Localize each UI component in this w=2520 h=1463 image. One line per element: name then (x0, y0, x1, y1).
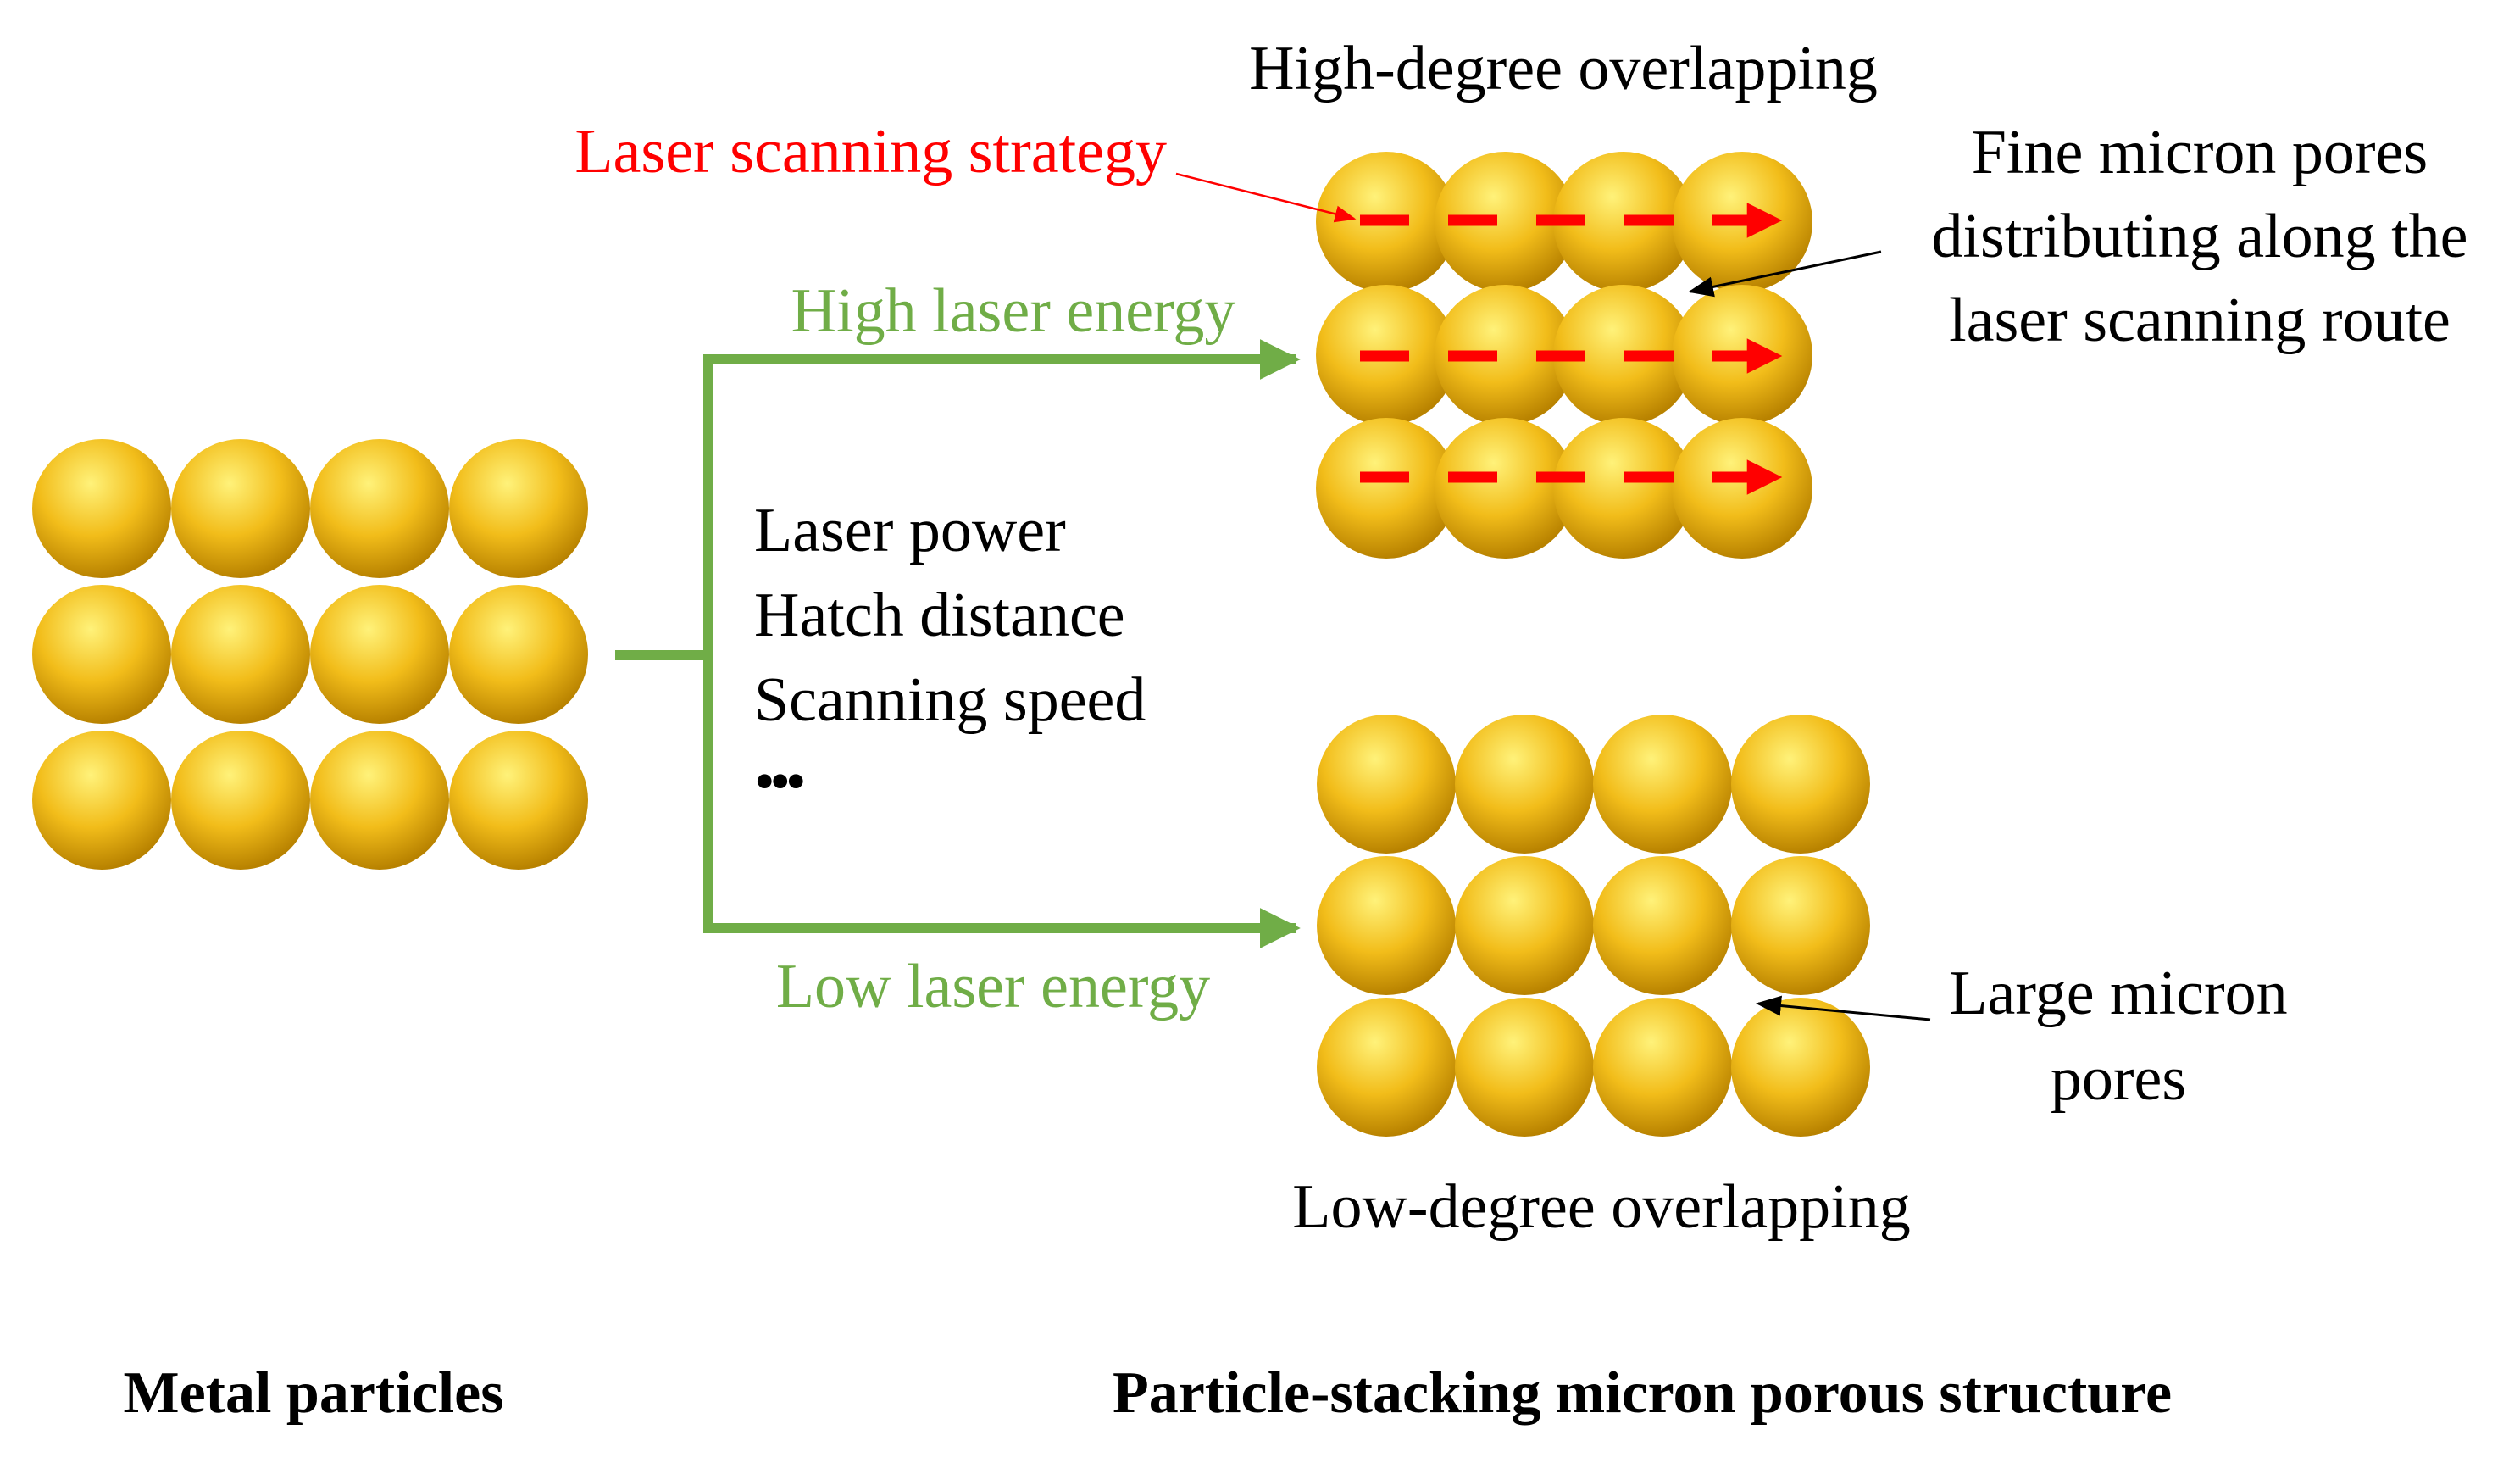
low-overlap-particle-r3-c4 (1731, 998, 1870, 1137)
low-energy-label: Low laser energy (776, 952, 1210, 1021)
fine-pores-label-line-1: Fine micron pores (1972, 118, 2428, 187)
param-hatch-distance: Hatch distance (754, 581, 1125, 650)
high-overlap-particle-r2-c3 (1553, 285, 1694, 426)
low-overlap-particle-r1-c3 (1593, 715, 1732, 854)
metal-particle-r3-c2 (171, 731, 310, 870)
laser-scan-route-arrows (1360, 203, 1783, 495)
laser-strategy-label: Laser scanning strategy (574, 117, 1167, 186)
metal-particle-r2-c1 (32, 585, 171, 724)
metal-particle-r3-c4 (449, 731, 588, 870)
low-overlap-particle-r2-c4 (1731, 856, 1870, 995)
param-scanning-speed: Scanning speed (754, 665, 1146, 735)
low-overlap-particle-r3-c3 (1593, 998, 1732, 1137)
high-overlap-particle-r3-c4 (1672, 418, 1812, 559)
low-overlap-particle-r3-c1 (1317, 998, 1456, 1137)
metal-particle-r2-c4 (449, 585, 588, 724)
metal-particles-caption: Metal particles (124, 1360, 504, 1426)
metal-particle-r1-c2 (171, 439, 310, 578)
metal-particle-r1-c3 (310, 439, 449, 578)
metal-particles-grid (32, 439, 588, 870)
energy-branch-connector (615, 339, 1301, 948)
param-more-ellipsis: ••• (754, 749, 803, 815)
laser-strategy-pointer (1175, 172, 1357, 223)
fine-pores-label-line-3: laser scanning route (1949, 286, 2451, 355)
metal-particle-r2-c3 (310, 585, 449, 724)
high-overlap-particle-r3-c2 (1435, 418, 1575, 559)
high-overlap-particle-r1-c3 (1553, 152, 1694, 292)
low-overlap-particle-r2-c2 (1455, 856, 1594, 995)
low-overlap-particle-r1-c2 (1455, 715, 1594, 854)
low-overlap-particle-r2-c1 (1317, 856, 1456, 995)
metal-particle-r1-c1 (32, 439, 171, 578)
high-energy-label: High laser energy (791, 276, 1236, 346)
low-overlap-particle-r3-c2 (1455, 998, 1594, 1137)
large-pores-label-line-1: Large micron (1949, 959, 2287, 1028)
low-overlap-label: Low-degree overlapping (1292, 1172, 1910, 1242)
fine-pores-label-line-2: distributing along the (1931, 202, 2467, 271)
metal-particle-r1-c4 (449, 439, 588, 578)
low-overlap-particle-r1-c1 (1317, 715, 1456, 854)
low-overlap-particles-grid (1317, 715, 1870, 1137)
fine-pores-pointer (1688, 250, 1882, 298)
metal-particle-r3-c1 (32, 731, 171, 870)
high-overlap-particle-r1-c2 (1435, 152, 1575, 292)
low-overlap-particle-r2-c3 (1593, 856, 1732, 995)
metal-particle-r2-c2 (171, 585, 310, 724)
high-overlap-particle-r3-c3 (1553, 418, 1694, 559)
metal-particle-r3-c3 (310, 731, 449, 870)
large-pores-label-line-2: pores (2051, 1044, 2186, 1114)
low-overlap-particle-r1-c4 (1731, 715, 1870, 854)
param-laser-power: Laser power (754, 496, 1066, 565)
porous-structure-caption: Particle-stacking micron porous structur… (1113, 1360, 2172, 1426)
high-overlap-particle-r3-c1 (1316, 418, 1457, 559)
large-pores-pointer (1756, 995, 1931, 1021)
high-overlap-label: High-degree overlapping (1249, 34, 1878, 103)
high-overlap-particle-r2-c2 (1435, 285, 1575, 426)
